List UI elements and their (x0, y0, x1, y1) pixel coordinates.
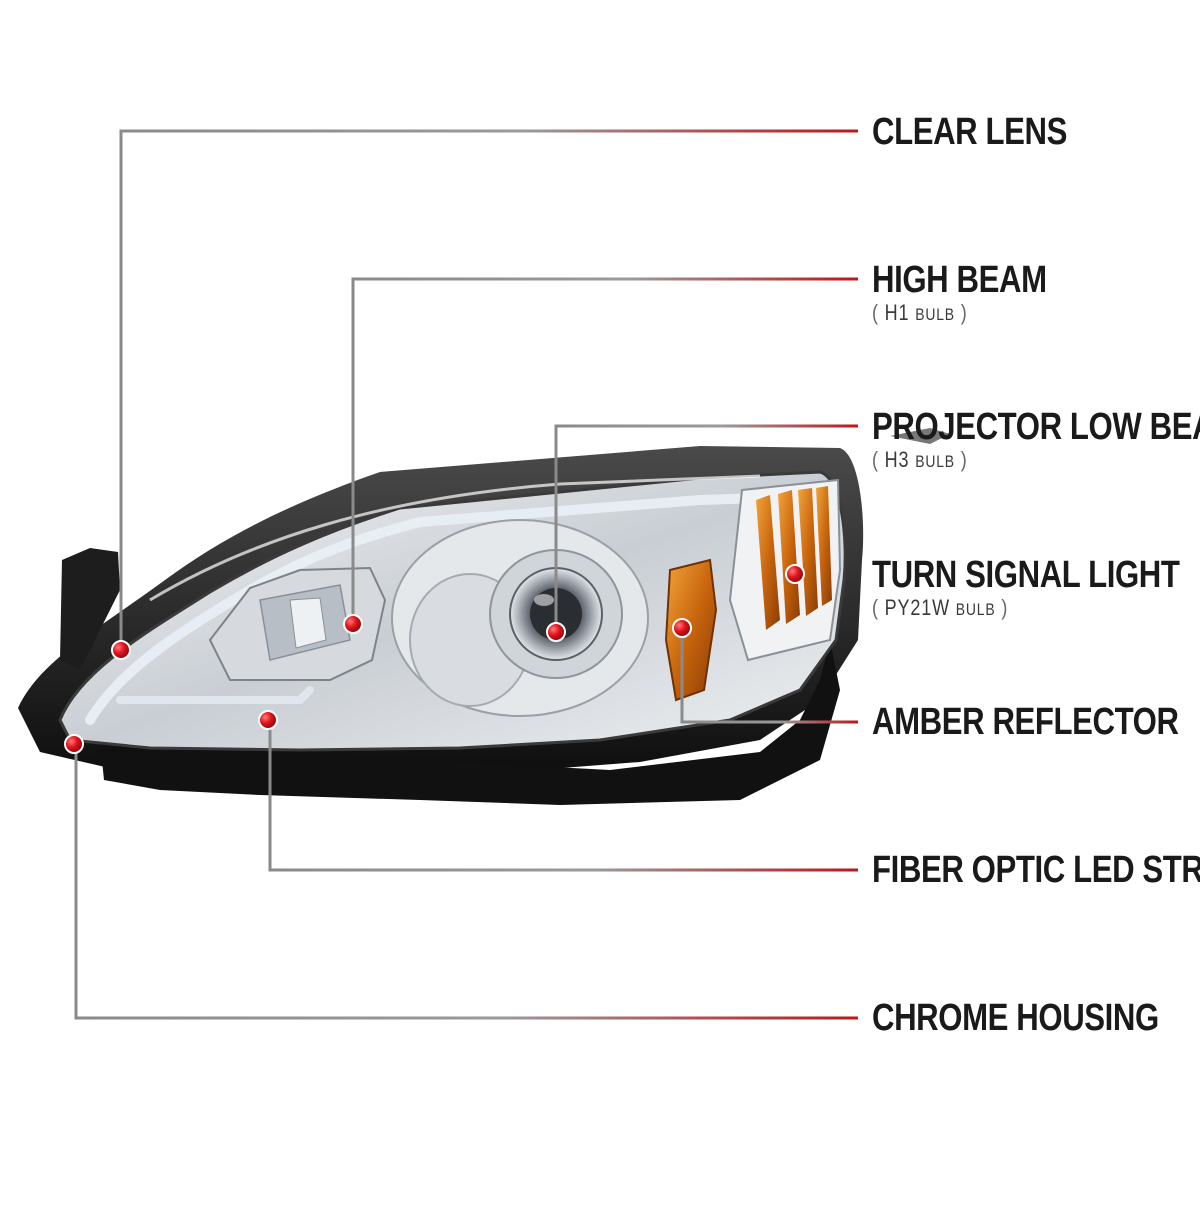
callout-title: CLEAR LENS (872, 111, 1067, 153)
callout-clear-lens: CLEAR LENS (872, 112, 1067, 152)
dot-amber-reflector[interactable] (672, 618, 692, 638)
callout-high-beam: HIGH BEAM ( H1 BULB ) (872, 260, 1047, 328)
callout-amber-reflector: AMBER REFLECTOR (872, 702, 1179, 742)
leader-clear-lens (119, 129, 858, 650)
dot-clear-lens[interactable] (111, 640, 131, 660)
callout-bulb: ( PY21W BULB ) (872, 595, 1009, 620)
bulb-code: H3 (884, 447, 910, 472)
mount-tab-left-icon (60, 548, 120, 670)
leader-high-beam (351, 277, 858, 624)
bulb-word: BULB (915, 452, 955, 471)
callout-fiber-optic-led-strip: FIBER OPTIC LED STRIP (872, 850, 1200, 890)
callout-title: AMBER REFLECTOR (872, 701, 1179, 743)
dot-high-beam[interactable] (343, 614, 363, 634)
headlight-body (18, 428, 950, 805)
callout-title: HIGH BEAM (872, 259, 1047, 301)
leader-projector-low-beam (554, 424, 858, 632)
bulb-code: PY21W (884, 595, 950, 620)
marker-dots (64, 564, 805, 754)
callout-title: TURN SIGNAL LIGHT (872, 554, 1180, 596)
callout-title: CHROME HOUSING (872, 997, 1159, 1039)
callout-chrome-housing: CHROME HOUSING (872, 998, 1159, 1038)
lens-highlight-icon (149, 474, 761, 602)
dot-fiber-optic[interactable] (258, 710, 278, 730)
callout-turn-signal-light: TURN SIGNAL LIGHT ( PY21W BULB ) (872, 555, 1180, 623)
dot-projector-low-beam[interactable] (546, 622, 566, 642)
leader-fiber-optic (268, 722, 858, 872)
fiber-optic-strip-glow-icon (116, 686, 314, 704)
projector-housing-icon (391, 519, 649, 717)
lower-bracket-icon (100, 640, 840, 805)
dot-chrome-housing[interactable] (64, 734, 84, 754)
callout-bulb: ( H1 BULB ) (872, 300, 968, 325)
fiber-optic-strip-icon (85, 493, 765, 725)
bulb-code: H1 (884, 300, 910, 325)
dot-turn-signal[interactable] (785, 564, 805, 584)
callout-title: PROJECTOR LOW BEAM (872, 406, 1200, 448)
leader-lines (74, 129, 858, 1020)
turn-signal-icon (728, 478, 842, 662)
high-beam-reflector-icon (208, 566, 387, 681)
callout-title: FIBER OPTIC LED STRIP (872, 849, 1200, 891)
leader-amber-reflector (680, 628, 858, 724)
callout-bulb: ( H3 BULB ) (872, 447, 968, 472)
leader-chrome-housing (74, 746, 858, 1020)
callout-projector-low-beam: PROJECTOR LOW BEAM ( H3 BULB ) (872, 407, 1200, 475)
bulb-word: BULB (915, 305, 955, 324)
top-clip-icon (890, 428, 950, 444)
bulb-word: BULB (955, 600, 996, 619)
